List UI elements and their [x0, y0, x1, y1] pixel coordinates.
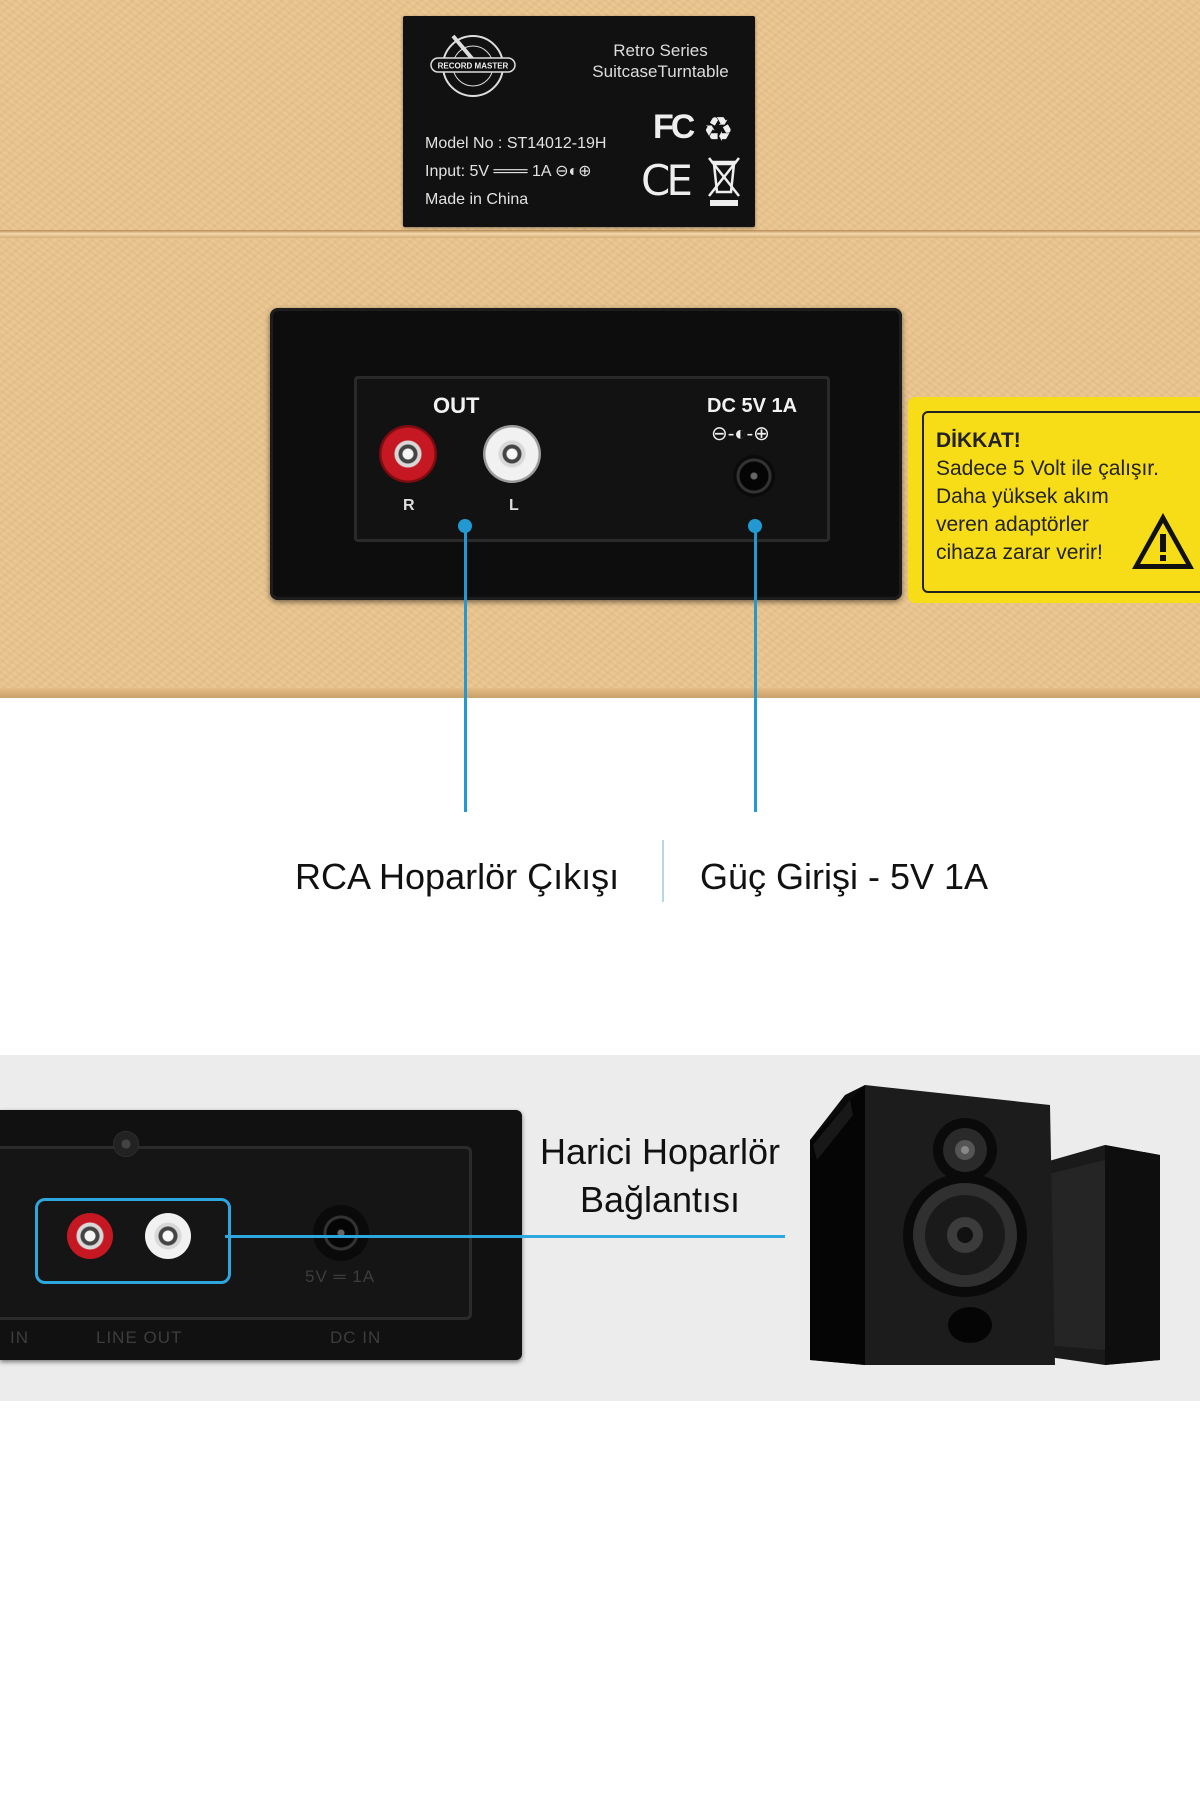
body-bottom-edge — [0, 688, 1200, 698]
spec-label: RECORD MASTER Retro Series SuitcaseTurnt… — [403, 16, 755, 227]
dc-in-jack[interactable] — [313, 1205, 369, 1261]
series-line-1: Retro Series — [613, 41, 708, 60]
player-rear-inner: 5V ═ 1A — [0, 1131, 472, 1320]
connector-panel-inner: OUT R L DC 5V 1A ⊖-◐-⊕ — [354, 376, 830, 542]
series-text: Retro Series SuitcaseTurntable — [578, 40, 743, 82]
series-line-2: SuitcaseTurntable — [592, 62, 729, 81]
external-speaker-caption: Harici Hoparlör Bağlantısı — [520, 1128, 800, 1224]
warning-line-3: veren adaptörler — [936, 513, 1089, 536]
lid-seam — [0, 230, 1200, 238]
screw-icon — [113, 1131, 139, 1157]
spec-lines: Model No : ST14012-19H Input: 5V ═══ 1A … — [425, 130, 645, 214]
speaker-caption-line-2: Bağlantısı — [579, 1179, 741, 1220]
power-input-caption: Güç Girişi - 5V 1A — [700, 856, 989, 897]
right-channel-label: R — [403, 497, 415, 514]
warning-text: DİKKAT! Sadece 5 Volt ile çalışır. Daha … — [936, 427, 1196, 567]
warning-line-4: cihaza zarar verir! — [936, 541, 1103, 564]
left-channel-label: L — [509, 497, 519, 514]
voltage-label: 5V ═ 1A — [305, 1267, 376, 1286]
fc-mark: FC — [653, 108, 695, 146]
out-label: OUT — [433, 393, 480, 418]
warning-border — [922, 411, 1200, 593]
polarity-icon: ⊖-◐-⊕ — [711, 423, 770, 445]
caption-divider — [662, 840, 664, 902]
connector-panel: OUT R L DC 5V 1A ⊖-◐-⊕ — [270, 308, 902, 600]
made-in: Made in China — [425, 191, 529, 208]
rca-left-jack[interactable] — [483, 425, 541, 483]
warning-line-2: Daha yüksek akım — [936, 485, 1109, 508]
dc-in-label: DC IN — [330, 1328, 382, 1347]
line-out-red-jack[interactable] — [67, 1213, 113, 1259]
warning-line-1: Sadece 5 Volt ile çalışır. — [936, 457, 1159, 480]
rca-callout-line — [464, 526, 467, 812]
line-out-highlight-box — [35, 1198, 231, 1284]
weee-bin-icon — [708, 157, 740, 206]
rca-output-caption: RCA Hoparlör Çıkışı — [295, 856, 620, 897]
warning-title: DİKKAT! — [936, 429, 1021, 452]
model-number: Model No : ST14012-19H — [425, 135, 607, 152]
speaker-caption-line-1: Harici Hoparlör — [539, 1131, 781, 1172]
ce-mark: CE — [641, 156, 693, 205]
warning-triangle-icon — [1132, 513, 1194, 569]
power-callout-line — [754, 526, 757, 812]
bookshelf-speakers-image — [810, 1085, 1160, 1365]
recycle-icon: ♻ — [703, 111, 734, 149]
line-out-label: LINE OUT — [96, 1328, 183, 1347]
dc-label: DC 5V 1A — [707, 395, 798, 417]
logo-text: RECORD MASTER — [438, 62, 509, 71]
line-out-white-jack[interactable] — [145, 1213, 191, 1259]
record-master-logo: RECORD MASTER — [430, 34, 516, 97]
speaker-connection-line — [225, 1235, 785, 1238]
warning-sticker: DİKKAT! Sadece 5 Volt ile çalışır. Daha … — [908, 397, 1200, 603]
input-rating: Input: 5V ═══ 1A ⊖◐⊕ — [425, 163, 592, 180]
in-label: IN — [10, 1328, 29, 1347]
rca-right-jack[interactable] — [379, 425, 437, 483]
dc-power-jack[interactable] — [733, 455, 775, 497]
